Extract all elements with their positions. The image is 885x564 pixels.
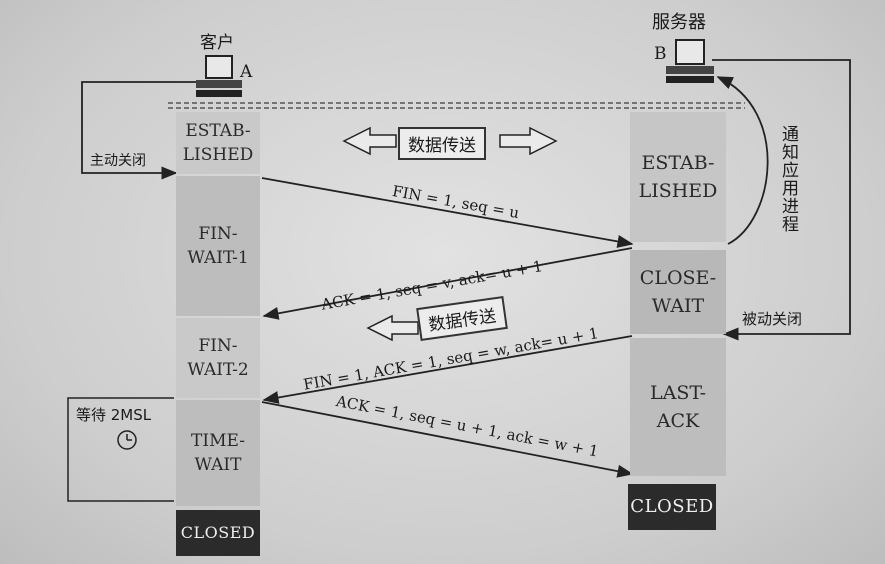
notify-app-label: 通 知 应 用 进 程 [782, 125, 799, 235]
client-state-fin-wait-1: FIN- WAIT-1 [176, 176, 260, 316]
final-ack-arrow [261, 401, 634, 478]
wait-2msl-label: 等待 2MSL [76, 406, 152, 424]
data-transfer-label-top: 数据传送 [398, 127, 486, 160]
client-label: 客户 [200, 33, 234, 53]
server-state-closed: CLOSED [628, 484, 716, 530]
data-transfer-arrow-mid [366, 314, 419, 342]
notify-app-curve [716, 76, 769, 245]
wait-2msl-box [67, 397, 174, 502]
server-state-last-ack: LAST- ACK [630, 338, 726, 476]
server-state-close-wait: CLOSE- WAIT [630, 250, 726, 334]
passive-close-loop [712, 59, 851, 341]
fin-arrow [261, 177, 634, 248]
client-state-established: ESTAB- LISHED [176, 112, 260, 174]
clock-icon [117, 430, 137, 450]
client-state-fin-wait-2: FIN- WAIT-2 [176, 318, 260, 398]
server-computer-icon [666, 39, 714, 83]
ack-arrow [262, 247, 633, 320]
server-label: 服务器 [652, 12, 706, 33]
server-letter: B [654, 44, 667, 64]
fin-ack-arrow [262, 335, 633, 404]
client-state-closed: CLOSED [176, 510, 260, 556]
active-close-loop [81, 81, 196, 180]
client-computer-icon [196, 55, 242, 97]
server-state-established: ESTAB- LISHED [630, 112, 726, 242]
client-state-time-wait: TIME- WAIT [176, 400, 260, 506]
data-transfer-arrow-top [342, 126, 397, 156]
passive-close-label: 被动关闭 [742, 310, 803, 328]
active-close-label: 主动关闭 [90, 153, 146, 169]
client-letter: A [240, 62, 253, 82]
